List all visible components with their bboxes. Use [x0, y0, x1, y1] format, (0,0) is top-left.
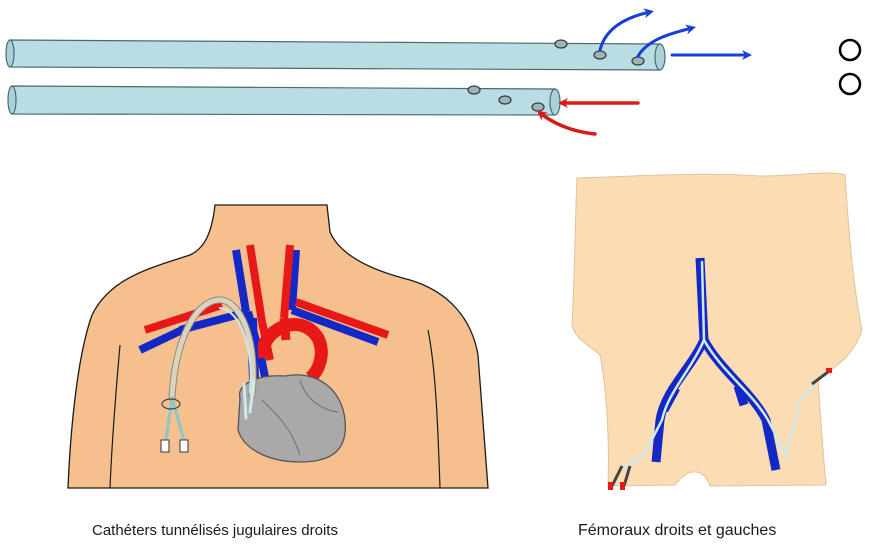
pelvis-illustration	[572, 173, 862, 490]
catheter-tube-lower	[8, 86, 560, 115]
catheter-hub	[161, 440, 169, 452]
catheter-hub	[180, 440, 188, 452]
jugular-caption: Cathéters tunnélisés jugulaires droits	[92, 522, 338, 539]
hub-cap-red	[620, 482, 625, 490]
side-hole	[532, 103, 544, 111]
double-lumen-icon	[840, 40, 860, 94]
side-hole	[555, 40, 567, 48]
hub-cap-red	[608, 482, 613, 490]
side-hole	[468, 86, 480, 94]
pelvis-body	[572, 173, 862, 486]
hub-cap-red	[826, 368, 832, 373]
side-hole	[594, 51, 606, 59]
catheter-tube-upper	[6, 40, 665, 70]
inflow-arrow-icon	[540, 113, 595, 134]
chest-illustration	[68, 205, 488, 488]
side-hole	[632, 57, 644, 65]
side-hole	[499, 96, 511, 104]
femoral-caption: Fémoraux droits et gauches	[578, 522, 776, 540]
